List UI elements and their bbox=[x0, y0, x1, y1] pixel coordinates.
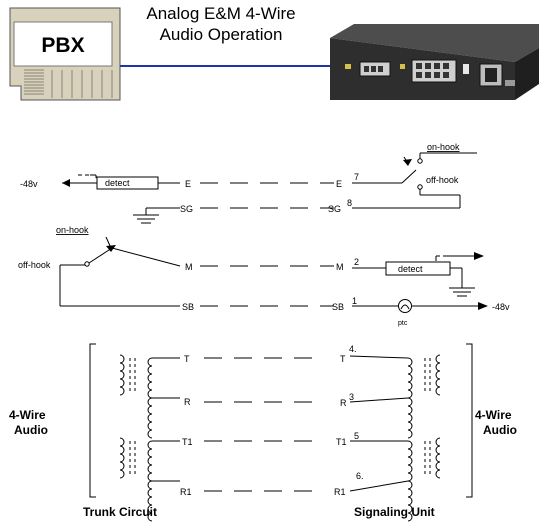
r1-lead-label-right: R1 bbox=[334, 487, 346, 497]
t-lead-label-left: T bbox=[184, 354, 190, 364]
t-lead-label-right: T bbox=[340, 354, 346, 364]
e-lead-label-left: E bbox=[185, 179, 191, 189]
diagram-title-line2: Audio Operation bbox=[160, 25, 283, 44]
sb-pin-number: 1 bbox=[352, 296, 357, 306]
t-pin-number: 4. bbox=[349, 344, 357, 354]
off-hook-left-label: off-hook bbox=[18, 260, 51, 270]
sg-pin-number: 8 bbox=[347, 198, 352, 208]
audio-section bbox=[89, 343, 473, 522]
m-lead-label-right: M bbox=[336, 262, 344, 272]
sg-lead-label-right: SG bbox=[328, 204, 341, 214]
r-pin-number: 3 bbox=[349, 392, 354, 402]
diagram-title-line1: Analog E&M 4-Wire bbox=[146, 4, 295, 23]
signaling-section bbox=[59, 152, 488, 313]
on-hook-left-label: on-hook bbox=[56, 225, 89, 235]
sg-lead-label-left: SG bbox=[180, 204, 193, 214]
t1-lead-label-left: T1 bbox=[182, 437, 193, 447]
off-hook-top-label: off-hook bbox=[426, 175, 459, 185]
left-audio-label: Audio bbox=[14, 423, 48, 437]
m-pin-number: 2 bbox=[354, 257, 359, 267]
detect-left-label: detect bbox=[105, 178, 130, 188]
detect-right-label: detect bbox=[398, 264, 423, 274]
pbx-label: PBX bbox=[41, 34, 84, 57]
left-4wire-label: 4-Wire bbox=[9, 408, 46, 422]
signaling-unit-label: Signaling Unit bbox=[354, 505, 435, 519]
right-audio-label: Audio bbox=[483, 423, 517, 437]
r-lead-label-right: R bbox=[340, 398, 347, 408]
t1-pin-number: 5 bbox=[354, 431, 359, 441]
ptc-label: ptc bbox=[398, 320, 408, 327]
m-lead-label-left: M bbox=[185, 262, 193, 272]
e-pin-number: 7 bbox=[354, 172, 359, 182]
r1-pin-number: 6. bbox=[356, 471, 364, 481]
minus48v-left-label: -48v bbox=[20, 179, 38, 189]
pbx-icon: PBX bbox=[9, 7, 121, 101]
e-lead-label-right: E bbox=[336, 179, 342, 189]
r-lead-label-left: R bbox=[184, 397, 191, 407]
sb-lead-label-right: SB bbox=[332, 302, 344, 312]
minus48v-right-label: -48v bbox=[492, 302, 510, 312]
trunk-circuit-label: Trunk Circuit bbox=[83, 505, 157, 519]
sb-lead-label-left: SB bbox=[182, 302, 194, 312]
t1-lead-label-right: T1 bbox=[336, 437, 347, 447]
signaling-device-icon bbox=[330, 24, 539, 100]
on-hook-top-label: on-hook bbox=[427, 142, 460, 152]
r1-lead-label-left: R1 bbox=[180, 487, 192, 497]
right-4wire-label: 4-Wire bbox=[475, 408, 512, 422]
